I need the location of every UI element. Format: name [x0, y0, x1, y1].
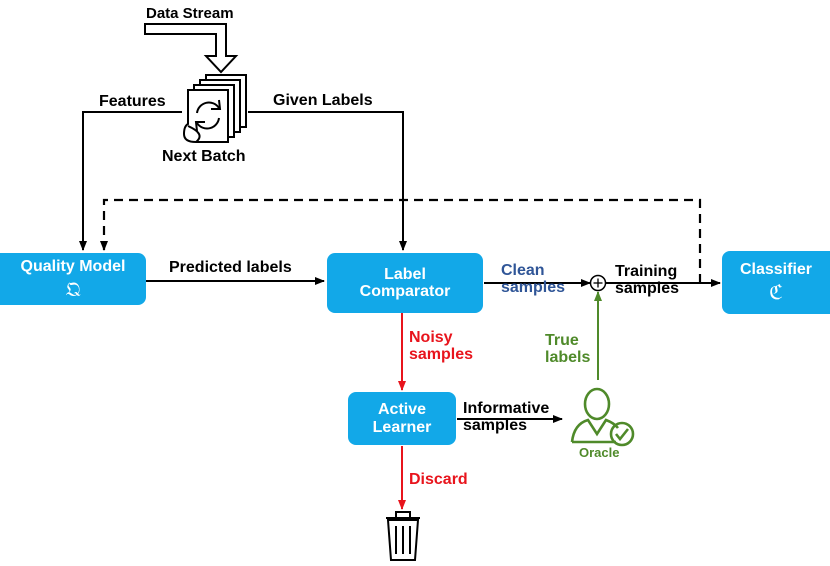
classifier-node: Classifier ℭ — [722, 251, 830, 314]
discard-label: Discard — [409, 471, 468, 488]
quality-model-title: Quality Model — [20, 257, 126, 275]
classifier-symbol: ℭ — [768, 280, 784, 305]
active-learner-line1: Active — [377, 401, 427, 419]
clean-samples-line2: samples — [501, 279, 566, 297]
data-stream-label: Data Stream — [146, 5, 234, 22]
user-check-icon — [570, 387, 635, 447]
noisy-samples-line2: samples — [409, 346, 474, 364]
given-labels-line — [248, 111, 407, 251]
oracle-label: Oracle — [579, 445, 620, 460]
trash-can-icon — [386, 511, 420, 561]
active-learner-node: Active Learner — [348, 392, 456, 445]
noisy-samples-line1: Noisy — [409, 329, 453, 346]
predicted-labels-label: Predicted labels — [169, 259, 292, 276]
training-samples-line1: Training — [615, 263, 678, 280]
noisy-samples-label: Noisy samples — [409, 329, 473, 364]
training-samples-label: Training samples — [615, 263, 679, 298]
features-line — [79, 111, 182, 251]
label-comparator-line2: Comparator — [359, 283, 451, 300]
true-labels-line2: labels — [545, 349, 591, 367]
classifier-title: Classifier — [739, 261, 813, 279]
informative-samples-label: Informative samples — [463, 400, 549, 435]
quality-model-node: Quality Model 𝔔 — [0, 253, 146, 305]
informative-samples-line2: samples — [463, 417, 528, 435]
true-labels-label: True labels — [545, 332, 590, 367]
active-learner-line2: Learner — [372, 418, 432, 436]
next-batch-label: Next Batch — [162, 148, 246, 165]
features-label: Features — [99, 93, 166, 110]
feedback-dashed-line — [100, 198, 702, 283]
quality-model-symbol: 𝔔 — [65, 276, 81, 301]
label-comparator-line1: Label — [384, 265, 426, 283]
clean-samples-label: Clean samples — [501, 262, 565, 297]
clean-samples-line1: Clean — [501, 262, 545, 279]
true-labels-line1: True — [545, 332, 579, 349]
informative-samples-line1: Informative — [463, 400, 550, 417]
label-comparator-node: Label Comparator — [327, 253, 483, 313]
circle-plus-icon — [589, 274, 607, 292]
data-stream-arrow — [144, 23, 239, 74]
given-labels-label: Given Labels — [273, 92, 373, 109]
document-stack-refresh-icon — [182, 74, 247, 143]
training-samples-line2: samples — [615, 280, 680, 298]
